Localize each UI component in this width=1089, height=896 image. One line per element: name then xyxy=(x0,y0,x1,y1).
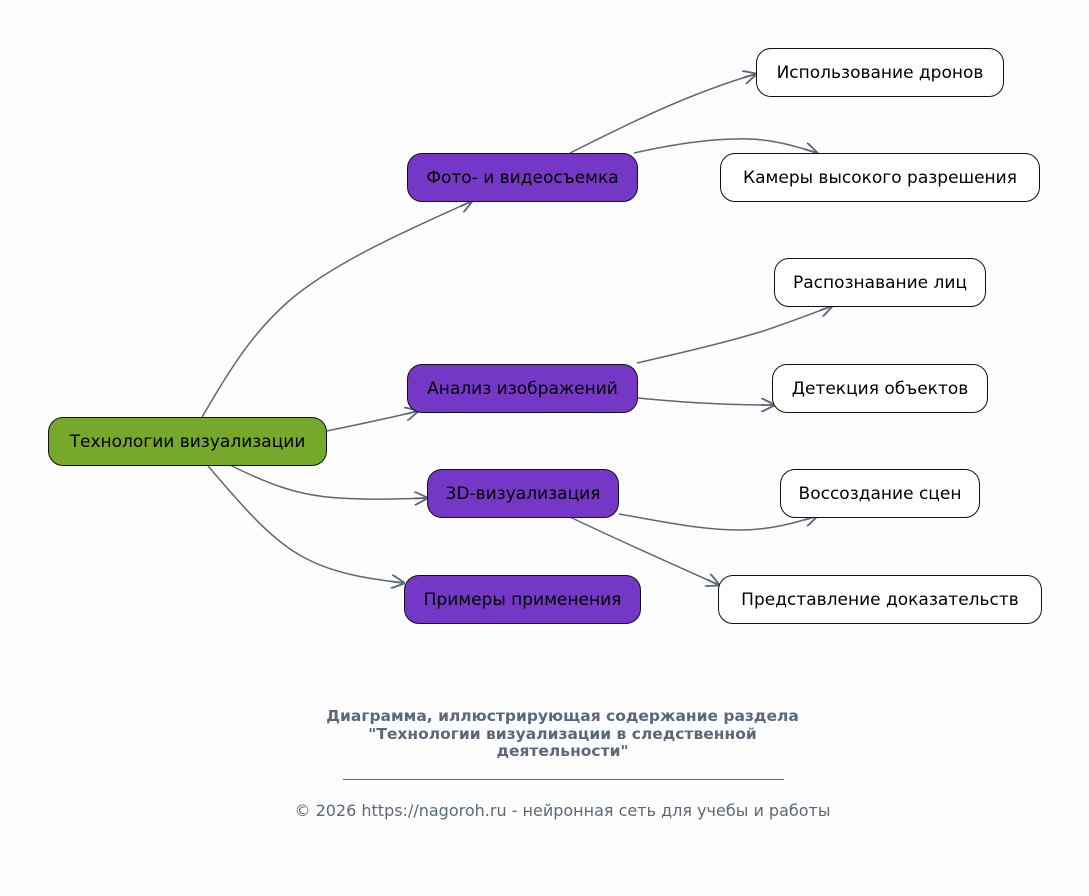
node-label: Распознавание лиц xyxy=(792,272,968,293)
node-root-label: Технологии визуализации xyxy=(69,431,306,452)
node-label: Примеры применения xyxy=(423,589,622,610)
node-face-recognition[interactable]: Распознавание лиц xyxy=(774,258,986,307)
edge-root-to-analysis xyxy=(326,411,418,432)
node-label: Фото- и видеосъемка xyxy=(426,167,619,188)
caption-line-1: Диаграмма, иллюстрирующая содержание раз… xyxy=(326,707,799,725)
edge-analysis-to-objects xyxy=(637,397,774,405)
edge-root-to-photo xyxy=(201,201,472,418)
node-evidence-presentation[interactable]: Представление доказательств xyxy=(718,575,1042,624)
node-root[interactable]: Технологии визуализации xyxy=(48,417,327,466)
caption-divider xyxy=(343,779,784,780)
footer-copyright: © 2026 https://nagoroh.ru - нейронная се… xyxy=(294,801,831,820)
node-label: 3D-визуализация xyxy=(445,483,601,504)
node-object-detection[interactable]: Детекция объектов xyxy=(772,364,988,413)
node-label: Использование дронов xyxy=(776,62,984,83)
node-3d-visualization[interactable]: 3D-визуализация xyxy=(427,469,619,518)
edge-root-to-3d xyxy=(229,464,427,499)
caption-line-3: деятельности" xyxy=(496,742,629,760)
node-label: Камеры высокого разрешения xyxy=(743,167,1017,188)
node-image-analysis[interactable]: Анализ изображений xyxy=(407,364,638,413)
edge-root-to-examples xyxy=(207,465,404,583)
node-photo-video[interactable]: Фото- и видеосъемка xyxy=(407,153,638,202)
node-label: Воссоздание сцен xyxy=(798,483,962,504)
edge-photo-to-drones xyxy=(569,74,756,154)
node-label: Представление доказательств xyxy=(741,589,1019,610)
edge-photo-to-cameras xyxy=(633,138,817,153)
edge-analysis-to-faces xyxy=(636,306,832,364)
caption-line-2: "Технологии визуализации в следственной xyxy=(368,724,757,743)
node-scene-reconstruction[interactable]: Воссоздание сцен xyxy=(780,469,980,518)
diagram-caption: Диаграмма, иллюстрирующая содержание раз… xyxy=(0,707,1089,761)
node-high-res-cameras[interactable]: Камеры высокого разрешения xyxy=(720,153,1040,202)
edge-3d-to-scenes xyxy=(618,514,817,531)
node-label: Детекция объектов xyxy=(791,378,969,399)
edge-3d-to-evidence xyxy=(569,516,719,585)
node-label: Анализ изображений xyxy=(427,378,618,399)
node-drones[interactable]: Использование дронов xyxy=(756,48,1004,97)
node-application-examples[interactable]: Примеры применения xyxy=(404,575,641,624)
